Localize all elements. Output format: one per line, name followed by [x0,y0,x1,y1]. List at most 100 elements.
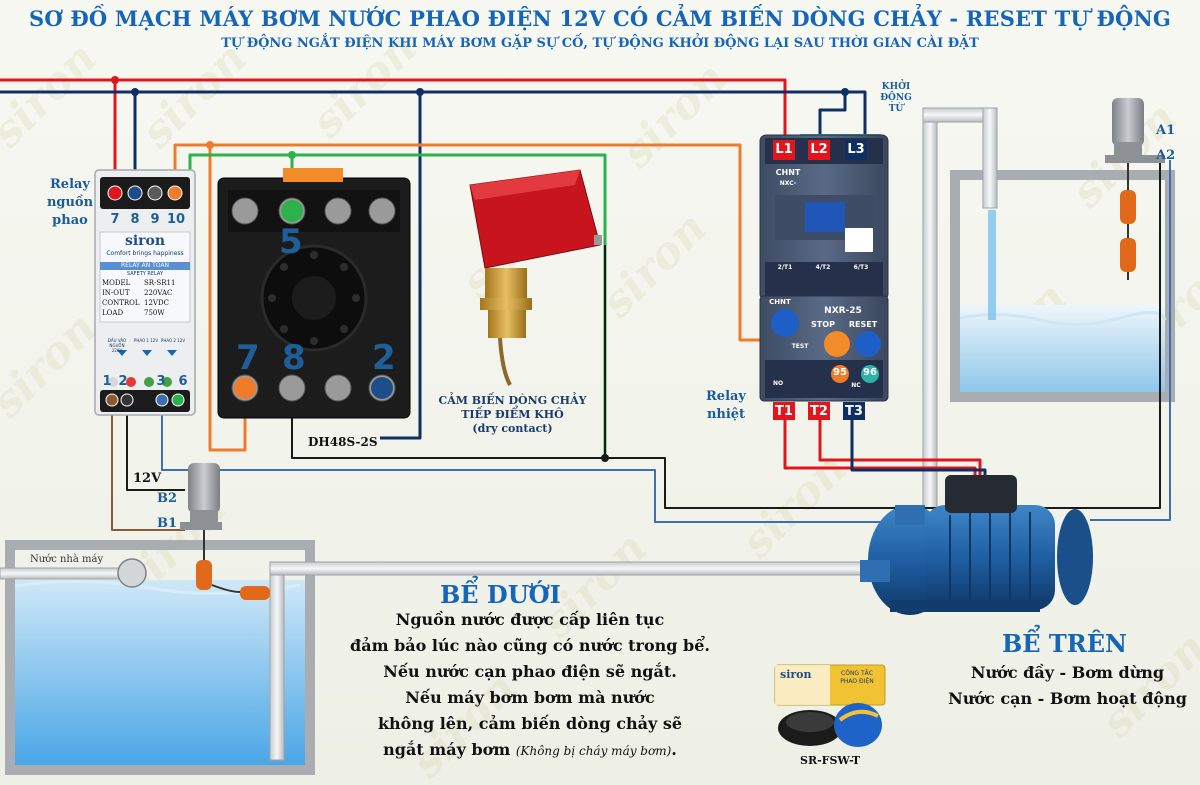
relay-terminal-7: 7 [110,212,120,227]
lower-tank [5,540,315,775]
page-title: SƠ ĐỒ MẠCH MÁY BƠM NƯỚC PHAO ĐIỆN 12V CÓ… [28,6,1172,31]
timer-pin-7: 7 [236,338,260,378]
relay-terminal-6: 6 [178,374,188,389]
lower-tank-line: đảm bảo lúc nào cũng có nước trong bể. [350,636,710,655]
upper-tank-line2: Nước cạn - Bơm hoạt động [948,689,1187,708]
contactor-terminal-l2: L2 [810,142,828,157]
watermark-text: siron [611,53,737,179]
thermal-relay-terminal-95: 95 [833,367,847,378]
contactor-label-line1: KHỞI [881,82,911,92]
contactor-label: KHỞI ĐỘNG TỪ [872,82,920,115]
product-float-switch [774,664,886,747]
relay-note-float2: PHAO 2 12V [160,338,186,343]
contactor-label-line3: TỪ [888,104,904,114]
contactor-brand: CHNT [775,168,801,177]
thermal-relay-terminal-t1: T1 [775,404,793,419]
wire-navy-main [0,90,867,150]
timer-pin-5: 5 [279,222,303,262]
thermal-relay-terminal-t2: T2 [810,404,828,419]
inlet-pipe [0,567,121,580]
contactor-model: NXC- [779,180,797,187]
inlet-label: Nước nhà máy [30,554,104,565]
wire-red-main [0,78,787,150]
contactor-terminal-l3: L3 [847,142,865,157]
thermal-relay-model: NXR-25 [824,306,862,316]
float-lower [180,463,270,600]
junctions [111,76,849,462]
flow-sensor-caption-line1: CẢM BIẾN DÒNG CHẢY [438,394,587,407]
lower-tank-description: Nguồn nước được cấp liên tục đảm bảo lúc… [340,607,720,764]
upper-tank-description: Nước đầy - Bơm dừng Nước cạn - Bơm hoạt … [940,660,1195,712]
relay-tagline: Comfort brings happiness [106,250,184,257]
lower-tank-line: Nếu nước cạn phao điện sẽ ngắt. [383,662,677,681]
flow-sensor-caption-line3: (dry contact) [472,422,553,435]
relay-brand: siron [124,233,166,249]
contactor-terminal-l1: L1 [775,142,793,157]
lower-tank-note: (Không bị cháy máy bơm) [515,744,672,758]
wire-brown [111,400,185,531]
float-upper [1105,98,1165,280]
relay-terminal-1: 1 [102,374,112,389]
timer-socket [217,168,411,419]
float-a1-label: A1 [1156,123,1176,138]
float-relay-label-line1: Relay [50,177,90,192]
lower-tank-line: Nếu máy bơm bơm mà nước [405,688,655,707]
thermal-relay-brand: CHNT [769,298,791,306]
watermark-text: siron [0,33,107,159]
voltage-12v-label: 12V [133,471,162,486]
relay-note-float1: PHAO 1 12V [133,338,159,343]
thermal-relay-label-line2: nhiệt [706,407,746,422]
wire-blue [161,400,900,523]
contactor-terminal-t1: 2/T1 [777,264,793,271]
relay-panel-subtitle: SAFETY RELAY [126,271,164,277]
relay-terminal-8: 8 [130,212,140,227]
relay-note-input: ĐẦU VÀO NGUỒN 220V [107,338,127,353]
thermal-relay [759,295,889,420]
page-subtitle: TỰ ĐỘNG NGẮT ĐIỆN KHI MÁY BƠM GẶP SỰ CỐ,… [221,36,979,51]
contactor-terminal-t2: 4/T2 [815,264,831,271]
lower-tank-heading: BỂ DƯỚI [440,580,561,609]
relay-terminal-10: 10 [166,212,186,227]
contactor-label-line2: ĐỘNG [880,93,912,103]
pump [860,475,1093,615]
watermark-text: siron [591,203,717,329]
float-a2-label: A2 [1156,148,1176,163]
upper-tank-heading: BỂ TRÊN [1002,629,1127,658]
relay-terminal-2: 2 [118,374,128,389]
thermal-relay-label: Relay nhiệt [698,388,754,424]
lower-tank-line: không lên, cảm biến dòng chảy sẽ [377,714,683,733]
lower-tank-line: Nguồn nước được cấp liên tục [395,610,665,629]
timer-model: DH48S-2S [308,435,378,449]
float-valve-ball [117,558,147,588]
flow-sensor-caption-line2: TIẾP ĐIỂM KHÔ [461,408,564,421]
watermark-text: siron [131,33,257,159]
flow-sensor [469,169,602,386]
thermal-relay-nc-label: NC [851,382,861,389]
contactor-terminal-t3: 6/T3 [853,264,869,271]
timer-pin-2: 2 [372,338,396,378]
upper-tank [950,170,1175,402]
wire-motor-red [783,410,977,478]
wire-black [291,350,1161,509]
thermal-relay-stop-label: STOP [811,320,835,329]
product-box-text: CÔNG TẮC PHAO ĐIỆN [840,670,874,685]
float-b2-label: B2 [157,491,178,506]
relay-terminal-9: 9 [150,212,160,227]
thermal-relay-label-line1: Relay [706,389,746,404]
float-relay-label: Relay nguồn phao [40,176,100,230]
relay-terminal-3: 3 [156,374,166,389]
timer-pin-8: 8 [282,338,306,378]
lower-tank-last-line: ngắt máy bơm (Không bị cháy máy bơm). [383,740,677,759]
flow-sensor-caption: CẢM BIẾN DÒNG CHẢY TIẾP ĐIỂM KHÔ (dry co… [430,394,595,436]
thermal-relay-no-label: NO [772,380,784,387]
product-model: SR-FSW-T [800,754,861,767]
thermal-relay-terminal-t3: T3 [845,404,863,419]
contactor [759,134,889,301]
thermal-relay-reset-label: RESET [848,320,878,329]
